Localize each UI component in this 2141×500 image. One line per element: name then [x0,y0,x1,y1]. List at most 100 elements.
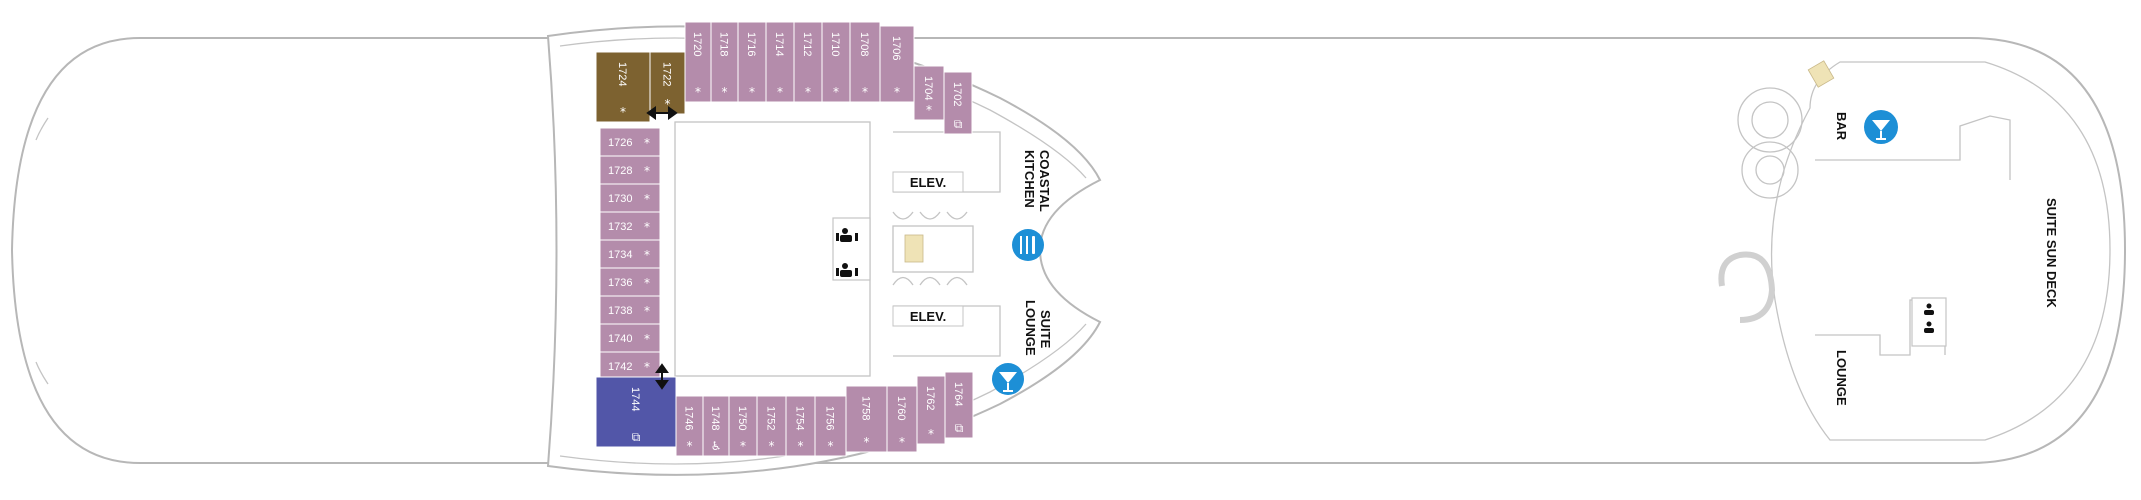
stateroom-number: 1754 [794,406,806,430]
stateroom-mark-star: * [644,276,650,290]
stateroom-block[interactable] [702,395,730,457]
coastal-kitchen-label-2: KITCHEN [1022,150,1037,208]
stateroom-1760[interactable]: 1760* [886,385,918,453]
stateroom-1718[interactable]: 1718* [710,21,739,103]
stateroom-1738[interactable]: 1738* [599,295,661,325]
stateroom-number: 1756 [824,406,836,430]
stateroom-number: 1728 [608,165,632,177]
stateroom-mark-star: * [749,85,755,99]
restroom-icon-sun-deck [1924,303,1934,333]
stateroom-block[interactable] [814,395,847,457]
stateroom-mark-star: * [644,164,650,178]
stateroom-block[interactable] [943,71,973,135]
sun-deck-stair-pattern [1807,60,1835,88]
stateroom-1762[interactable]: 1762* [916,375,946,445]
stateroom-block[interactable] [849,21,881,103]
stateroom-number: 1762 [924,386,936,410]
stateroom-mark-star: * [740,439,746,453]
stateroom-mark-star: * [722,85,728,99]
stateroom-1706[interactable]: 1706* [879,25,915,103]
stateroom-block[interactable] [595,51,651,123]
stateroom-number: 1710 [829,32,841,56]
stateroom-1740[interactable]: 1740 * [599,323,661,353]
stateroom-block[interactable] [944,371,974,439]
stateroom-number: 1714 [773,32,785,56]
stateroom-1704[interactable]: 1704* [913,65,945,121]
stateroom-1764[interactable]: 1764⧉ [944,371,974,439]
stateroom-1748[interactable]: 1748♿ [702,395,730,457]
stateroom-mark-wheelchair: ♿ [711,439,722,453]
stateroom-number: 1764 [952,382,964,406]
stateroom-mark-star: * [864,435,870,449]
stateroom-block[interactable] [684,21,712,103]
stateroom-1728[interactable]: 1728 * [599,155,661,185]
stateroom-number: 1726 [608,137,632,149]
stateroom-block[interactable] [785,395,816,457]
stateroom-1712[interactable]: 1712 * [793,21,823,103]
stateroom-number: 1724 [616,62,628,86]
stateroom-1758[interactable]: 1758* [845,385,888,453]
elevator-label-box-lower [892,305,964,327]
suite-lounge-label: SUITE [1038,310,1053,349]
stateroom-number: 1740 [608,333,632,345]
stateroom-1752[interactable]: 1752* [756,395,787,457]
stateroom-mark-star: * [644,248,650,262]
stateroom-1734[interactable]: 1734* [599,239,661,269]
double-arrow-icon-vertical [655,363,669,390]
stateroom-number: 1712 [801,32,813,56]
stateroom-1716[interactable]: 1716* [737,21,767,103]
stateroom-block[interactable] [793,21,823,103]
stateroom-1722[interactable]: 1722* [649,51,686,115]
stateroom-mark-star: * [828,439,834,453]
stateroom-block[interactable] [737,21,767,103]
stateroom-mark-star: * [644,304,650,318]
stateroom-block[interactable] [845,385,888,453]
stateroom-1720[interactable]: 1720* [684,21,712,103]
stateroom-block[interactable] [599,351,661,381]
stateroom-block[interactable] [879,25,915,103]
stateroom-1744[interactable]: 1744⧉ [595,376,677,448]
stateroom-block[interactable] [916,375,946,445]
stateroom-block[interactable] [599,323,661,353]
stateroom-1708[interactable]: 1708* [849,21,881,103]
spiral-staircase-icon [1718,87,1803,323]
stateroom-block[interactable] [728,395,758,457]
stateroom-group: 1724*1722*1720*1718*1716*1714*1712*1710*… [595,21,974,457]
stateroom-number: 1720 [691,32,703,56]
stateroom-block[interactable] [599,295,661,325]
stateroom-block[interactable] [821,21,851,103]
stateroom-1702[interactable]: 1702⧉ [943,71,973,135]
stateroom-block[interactable] [765,21,795,103]
stateroom-1710[interactable]: 1710* [821,21,851,103]
stateroom-1724[interactable]: 1724 * [595,51,651,123]
stateroom-1732[interactable]: 1732* [599,211,661,241]
stateroom-block[interactable] [599,267,661,297]
stateroom-block[interactable] [599,155,661,185]
stateroom-mark-star: * [644,332,650,346]
stateroom-mark-star: * [862,85,868,99]
stateroom-number: 1744 [629,387,641,411]
stateroom-1714[interactable]: 1714* [765,21,795,103]
stateroom-block[interactable] [913,65,945,121]
stateroom-1730[interactable]: 1730* [599,183,661,213]
stateroom-mark-star: * [620,105,626,119]
double-arrow-icon [646,106,678,120]
stateroom-1746[interactable]: 1746* [675,395,704,457]
stateroom-block[interactable] [599,183,661,213]
hull-outline [10,37,2127,464]
stateroom-mark-star: * [805,85,811,99]
stateroom-number: 1730 [608,193,632,205]
stateroom-mark-star: * [899,435,905,449]
stateroom-1726[interactable]: 1726* [599,127,661,157]
coastal-kitchen-label: COASTAL [1037,150,1052,212]
stateroom-block[interactable] [710,21,739,103]
stateroom-1742[interactable]: 1742* [599,351,661,381]
stateroom-1750[interactable]: 1750* [728,395,758,457]
stateroom-1736[interactable]: 1736* [599,267,661,297]
restroom-area [832,217,871,281]
stateroom-block[interactable] [649,51,686,115]
stateroom-1754[interactable]: 1754* [785,395,816,457]
stateroom-block[interactable] [886,385,918,453]
stateroom-1756[interactable]: 1756 * [814,395,847,457]
